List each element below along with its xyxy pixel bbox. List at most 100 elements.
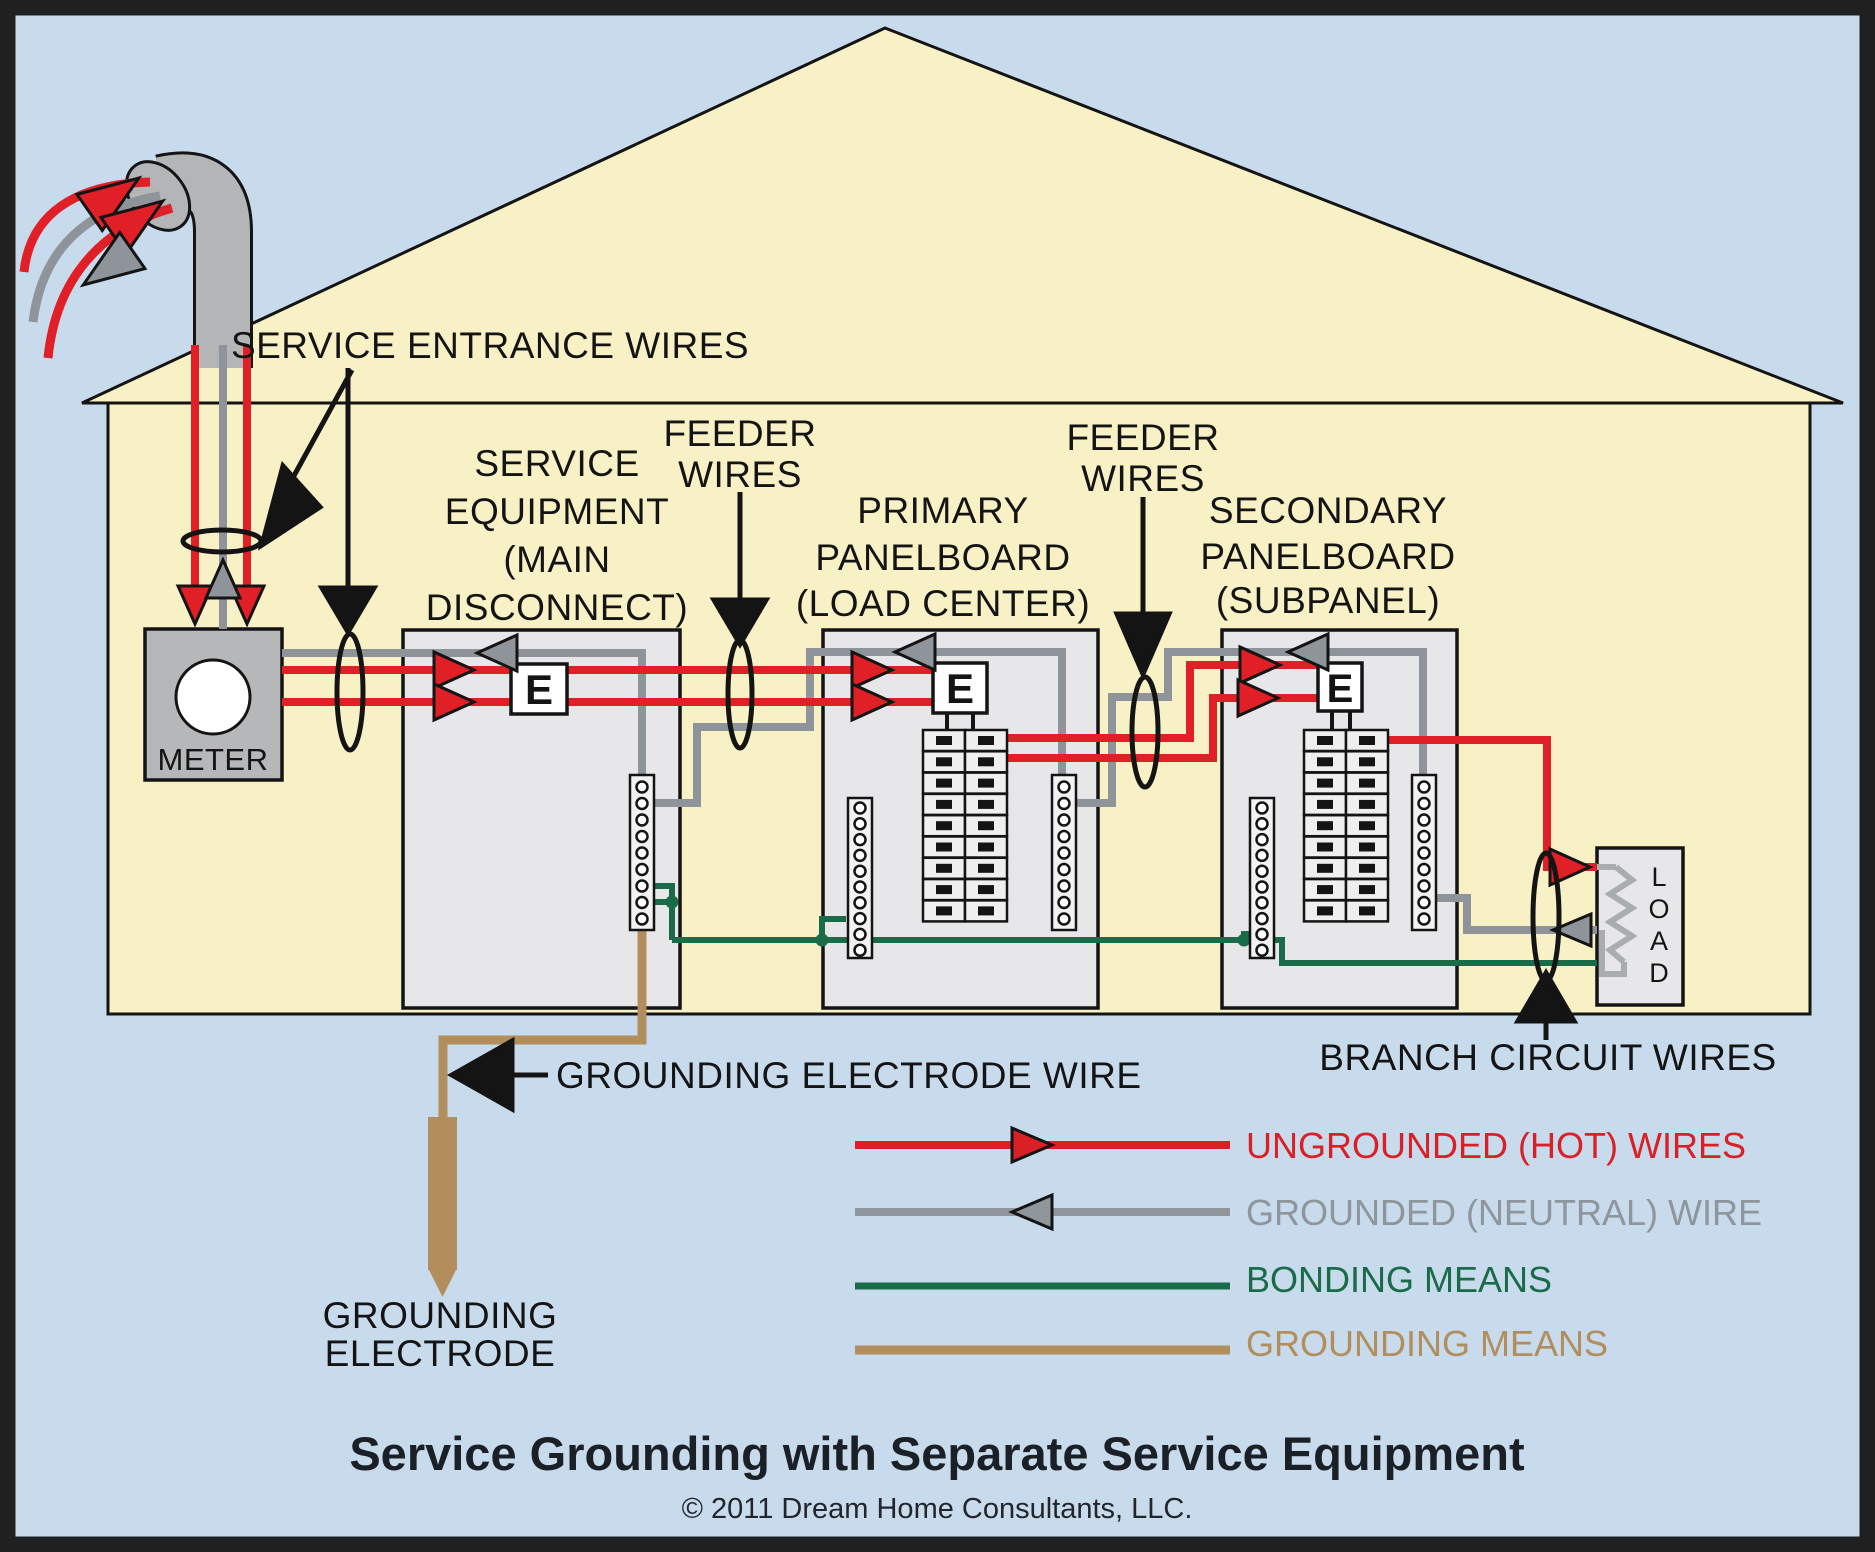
primary-left-bus bbox=[846, 796, 874, 960]
drop-neutral-wire bbox=[28, 191, 161, 323]
legend-neutral-label: GROUNDED (NEUTRAL) WIRE bbox=[1246, 1192, 1762, 1233]
legend-item-hot: UNGROUNDED (HOT) WIRES bbox=[855, 1125, 1746, 1166]
neutral-left-arrow-icon bbox=[891, 631, 937, 673]
bond-junction-dot bbox=[1237, 933, 1251, 947]
grounding-electrode-tip bbox=[428, 1268, 457, 1297]
service-equipment-label: DISCONNECT) bbox=[426, 587, 688, 628]
neutral-arrow-icon bbox=[79, 229, 148, 288]
load-box bbox=[1595, 846, 1685, 1007]
breaker-stacks bbox=[921, 710, 1390, 923]
feeder1-label: WIRES bbox=[678, 454, 802, 495]
secondary-main-breaker: E bbox=[1316, 661, 1364, 713]
wire-arrows bbox=[175, 556, 1594, 949]
grounding-electrode-label: GROUNDING bbox=[323, 1295, 558, 1336]
legend-item-bonding: BONDING MEANS bbox=[855, 1259, 1552, 1300]
service-entrance-marker2-icon bbox=[334, 631, 366, 753]
secondary-right-bus bbox=[1410, 773, 1438, 932]
secondary-panel-label: (SUBPANEL) bbox=[1216, 580, 1440, 621]
neutral-left-arrow-icon bbox=[1549, 911, 1593, 949]
bonding-wires bbox=[654, 883, 1597, 966]
callout-arrow-icon bbox=[1513, 968, 1579, 1024]
primary-panel-label: (LOAD CENTER) bbox=[796, 583, 1090, 624]
legend-bonding-label: BONDING MEANS bbox=[1246, 1259, 1552, 1300]
hot-right-arrow-icon bbox=[432, 649, 478, 691]
neutral-left-arrow-icon bbox=[473, 632, 519, 674]
legend-hot-arrow-icon bbox=[1010, 1125, 1056, 1165]
bond-junction-dot bbox=[665, 895, 679, 909]
hot-down-arrow-icon bbox=[175, 584, 215, 628]
neutral-arrows bbox=[203, 556, 1593, 949]
service-equipment-label: (MAIN bbox=[503, 539, 610, 580]
branch-circuit-label: BRANCH CIRCUIT WIRES bbox=[1319, 1037, 1776, 1078]
primary-panel-label: PANELBOARD bbox=[815, 537, 1070, 578]
hot-right-arrow-icon bbox=[1236, 677, 1282, 719]
legend-item-neutral: GROUNDED (NEUTRAL) WIRE bbox=[855, 1192, 1762, 1233]
primary-right-bus bbox=[1050, 773, 1078, 932]
hot-right-arrow-icon bbox=[432, 681, 478, 723]
hot-right-arrow-icon bbox=[1238, 644, 1284, 686]
feeder1-label: FEEDER bbox=[663, 413, 816, 454]
legend-neutral-arrow-icon bbox=[1008, 1192, 1054, 1232]
secondary-panel-label: SECONDARY bbox=[1209, 490, 1447, 531]
hot-right-arrow-icon bbox=[850, 649, 896, 691]
service-drop-wires bbox=[19, 175, 174, 359]
meter-dial-icon bbox=[174, 658, 252, 736]
neutral-up-arrow-icon bbox=[203, 556, 243, 600]
service-equipment-label: EQUIPMENT bbox=[445, 491, 669, 532]
neutral-wire-meter-to-se bbox=[282, 649, 646, 779]
grounding-electrode-wire bbox=[438, 922, 647, 1120]
legend-item-grounding: GROUNDING MEANS bbox=[855, 1323, 1608, 1364]
load-label: A bbox=[1650, 926, 1668, 956]
house-roof bbox=[81, 26, 1844, 405]
primary-panel-label: PRIMARY bbox=[857, 490, 1028, 531]
breaker-glyph-icon: E bbox=[1327, 667, 1354, 711]
primary-main-breaker: E bbox=[931, 661, 989, 715]
grounding-electrode-label: ELECTRODE bbox=[325, 1333, 556, 1374]
breaker-glyph-icon: E bbox=[525, 666, 553, 713]
service-equipment-label: SERVICE bbox=[474, 443, 639, 484]
breaker-connectors bbox=[945, 710, 1352, 731]
hot-arrows bbox=[175, 584, 1594, 888]
primary-breaker-stack bbox=[921, 728, 1009, 923]
legend: UNGROUNDED (HOT) WIRES GROUNDED (NEUTRAL… bbox=[855, 1125, 1762, 1364]
bonding-primary-stub bbox=[819, 916, 846, 940]
neutral-left-arrow-icon bbox=[1284, 631, 1330, 673]
feeder2-label: WIRES bbox=[1081, 458, 1205, 499]
diagram-labels: SERVICE ENTRANCE WIRES FEEDER WIRES FEED… bbox=[231, 325, 1776, 1374]
breaker-glyph-icon: E bbox=[946, 665, 974, 712]
callout-arrows bbox=[257, 368, 1579, 1114]
meter-label: METER bbox=[158, 742, 269, 777]
callout-arrow-icon bbox=[317, 585, 379, 637]
hot-arrow-icon bbox=[74, 175, 143, 234]
hot-right-arrow-icon bbox=[850, 681, 896, 723]
load-label: D bbox=[1649, 958, 1669, 988]
legend-hot-label: UNGROUNDED (HOT) WIRES bbox=[1246, 1125, 1746, 1166]
callout-arrow-icon bbox=[1113, 611, 1173, 681]
secondary-left-bus bbox=[1248, 796, 1276, 960]
secondary-panel-label: PANELBOARD bbox=[1200, 536, 1455, 577]
service-entrance-label: SERVICE ENTRANCE WIRES bbox=[231, 325, 749, 366]
main-breakers: E E E bbox=[509, 661, 1364, 716]
se-neutral-bus bbox=[628, 773, 656, 932]
legend-grounding-label: GROUNDING MEANS bbox=[1246, 1323, 1608, 1364]
bonding-main-run bbox=[672, 937, 1597, 966]
load-label: O bbox=[1648, 894, 1669, 924]
hot-arrow-icon bbox=[98, 198, 167, 257]
neutral-feeder-primary-to-secondary bbox=[1076, 648, 1427, 807]
callout-arrow-icon bbox=[257, 460, 324, 551]
neutral-feeder-se-to-primary bbox=[654, 648, 1066, 807]
grounding-electrode-wire-label: GROUNDING ELECTRODE WIRE bbox=[556, 1055, 1142, 1096]
meter: METER bbox=[143, 627, 284, 782]
callout-arrow-icon bbox=[709, 597, 771, 649]
callout-line bbox=[287, 368, 355, 485]
secondary-breaker-stack bbox=[1302, 728, 1390, 923]
hot-right-arrow-icon bbox=[1548, 846, 1594, 888]
se-main-breaker: E bbox=[509, 662, 569, 716]
diagram-title: Service Grounding with Separate Service … bbox=[349, 1427, 1525, 1480]
feeder-marker2-icon bbox=[1129, 674, 1161, 790]
feeder2-label: FEEDER bbox=[1066, 417, 1219, 458]
diagram-copyright: © 2011 Dream Home Consultants, LLC. bbox=[682, 1493, 1193, 1525]
